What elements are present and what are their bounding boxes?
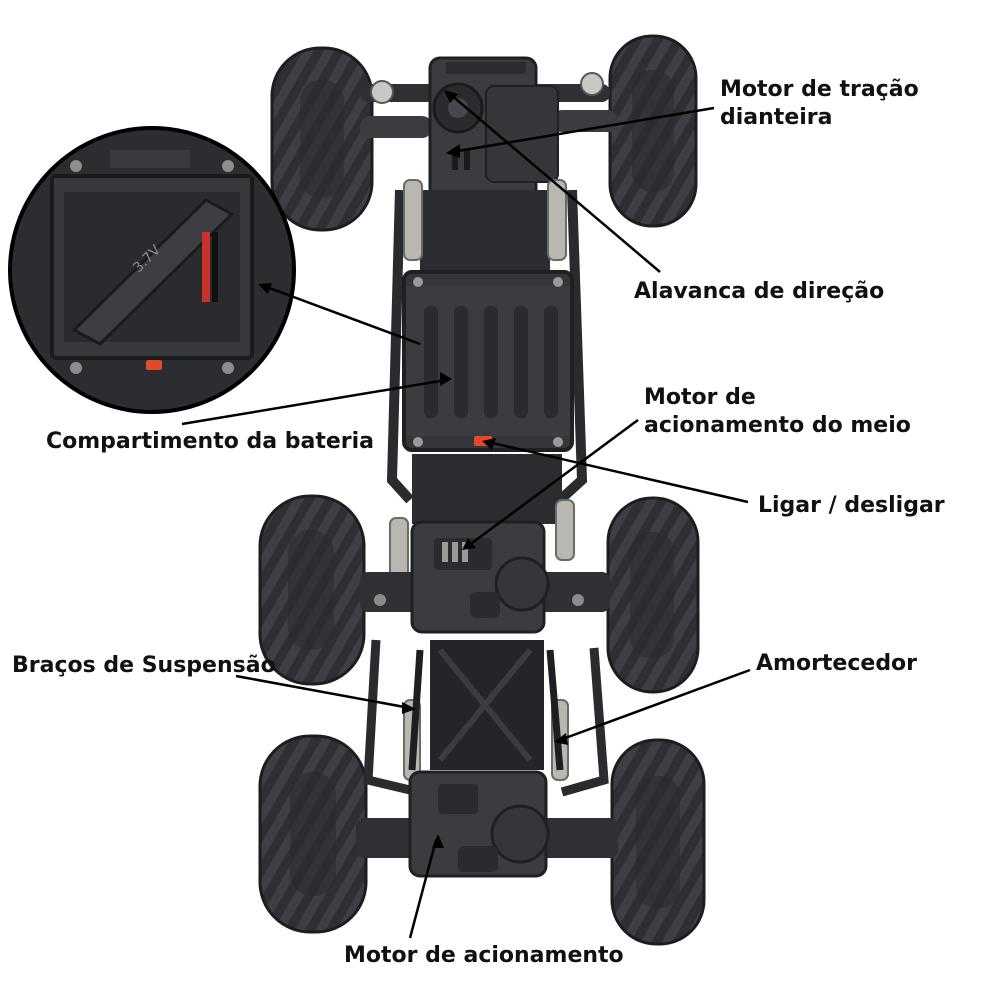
leader-power bbox=[487, 440, 749, 504]
wheel-front-left bbox=[270, 46, 374, 232]
leader-battery bbox=[181, 378, 447, 426]
leader-suspension bbox=[235, 674, 411, 710]
wheel-rear-left bbox=[258, 734, 368, 934]
mid-gearbox bbox=[410, 520, 550, 634]
label-mid-drive-motor: Motor de acionamento do meio bbox=[644, 384, 911, 440]
label-front-traction-motor: Motor de tração dianteira bbox=[720, 76, 919, 132]
leader-battery-inset bbox=[263, 284, 421, 346]
label-front-traction-motor-line2: dianteira bbox=[720, 105, 833, 130]
label-suspension-arms: Braços de Suspensão bbox=[12, 653, 276, 678]
leader-steering bbox=[449, 93, 661, 273]
leader-arrowheads bbox=[258, 90, 568, 848]
battery-inset-circle: 3.7V bbox=[8, 126, 296, 414]
chassis-frame bbox=[386, 189, 588, 504]
label-mid-drive-motor-line1: Motor de bbox=[644, 385, 756, 410]
label-battery-compartment: Compartimento da bateria bbox=[46, 429, 375, 454]
mid-chassis bbox=[389, 454, 575, 579]
wheel-rear-right bbox=[610, 738, 706, 946]
suspension-arm-links bbox=[408, 649, 564, 771]
leader-front-motor bbox=[451, 106, 715, 154]
battery-cover bbox=[402, 270, 574, 452]
rear-frame bbox=[363, 639, 609, 797]
label-mid-drive-motor-line2: acionamento do meio bbox=[644, 413, 911, 438]
rear-gearbox bbox=[408, 770, 550, 878]
label-shock-absorber: Amortecedor bbox=[756, 651, 918, 676]
wheel-mid-left bbox=[258, 494, 366, 686]
front-shock-absorbers bbox=[403, 179, 567, 261]
wheel-mid-right bbox=[606, 496, 700, 694]
leader-drive-motor bbox=[408, 839, 438, 939]
leader-shock bbox=[559, 668, 751, 742]
label-power-switch: Ligar / desligar bbox=[758, 493, 945, 518]
leader-lines bbox=[181, 93, 751, 939]
wheel-front-right bbox=[608, 34, 698, 228]
label-drive-motor: Motor de acionamento bbox=[344, 943, 624, 968]
front-gearbox bbox=[428, 56, 559, 200]
label-front-traction-motor-line1: Motor de tração bbox=[720, 77, 919, 102]
label-steering-lever: Alavanca de direção bbox=[634, 279, 885, 304]
leader-mid-motor bbox=[467, 418, 639, 548]
